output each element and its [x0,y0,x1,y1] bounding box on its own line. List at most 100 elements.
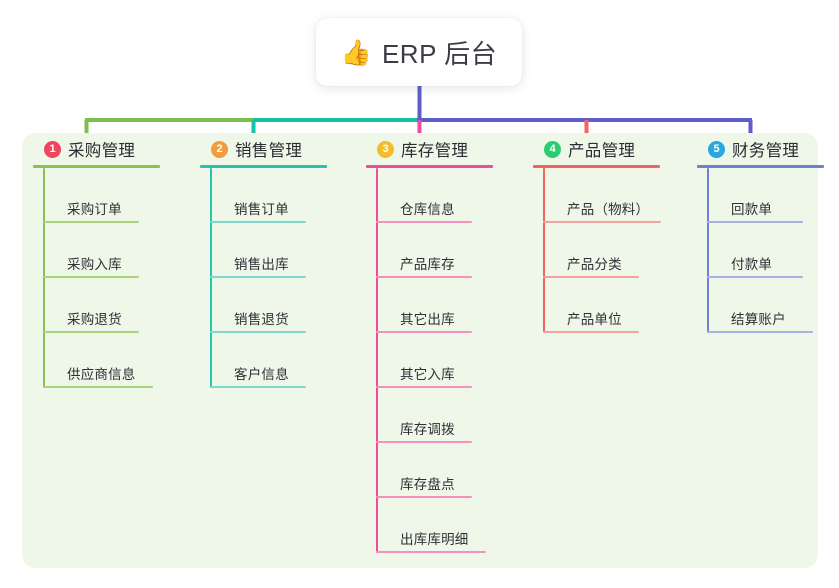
item-label: 其它出库 [400,312,455,327]
list-item[interactable]: 其它出库 [366,278,526,333]
item-rule [543,276,639,278]
branch-items-4: 产品（物料） 产品分类 产品单位 [533,168,693,333]
branch-header-2[interactable]: 2 销售管理 [200,133,360,165]
branch-column-1: 1 采购管理 采购订单 采购入库 采购退货 供应商信 [33,133,193,388]
branch-column-5: 5 财务管理 回款单 付款单 结算账户 [697,133,839,333]
item-rule [543,221,661,223]
branch-title-5: 财务管理 [732,142,800,160]
list-item[interactable]: 销售订单 [200,168,360,223]
item-label: 供应商信息 [67,367,136,382]
list-item[interactable]: 结算账户 [697,278,839,333]
branches-panel: 1 采购管理 采购订单 采购入库 采购退货 供应商信 [22,133,824,568]
item-rule [376,551,486,553]
item-rule [43,221,139,223]
list-item[interactable]: 供应商信息 [33,333,193,388]
branch-header-1[interactable]: 1 采购管理 [33,133,193,165]
list-item[interactable]: 回款单 [697,168,839,223]
branch-column-3: 3 库存管理 仓库信息 产品库存 其它出库 其它入库 [366,133,526,553]
item-rule [43,386,153,388]
item-rule [376,331,472,333]
branch-badge-1: 1 [44,140,61,158]
list-item[interactable]: 付款单 [697,223,839,278]
item-rule [376,221,472,223]
item-label: 产品分类 [567,257,622,272]
branch-spine-4 [543,168,545,333]
branch-items-3: 仓库信息 产品库存 其它出库 其它入库 库存调拨 [366,168,526,553]
item-label: 库存盘点 [400,477,455,492]
list-item[interactable]: 产品库存 [366,223,526,278]
branch-badge-3: 3 [377,140,394,158]
item-rule [210,276,306,278]
item-rule [43,276,139,278]
item-label: 产品库存 [400,257,455,272]
item-rule [707,276,803,278]
list-item[interactable]: 产品分类 [533,223,693,278]
branch-badge-5: 5 [708,140,725,158]
item-label: 回款单 [731,202,773,217]
branch-items-1: 采购订单 采购入库 采购退货 供应商信息 [33,168,193,388]
item-rule [376,441,472,443]
branch-header-5[interactable]: 5 财务管理 [697,133,839,165]
list-item[interactable]: 销售退货 [200,278,360,333]
item-label: 采购退货 [67,312,122,327]
list-item[interactable]: 库存盘点 [366,443,526,498]
branch-column-4: 4 产品管理 产品（物料） 产品分类 产品单位 [533,133,693,333]
item-rule [707,221,803,223]
list-item[interactable]: 库存调拨 [366,388,526,443]
list-item[interactable]: 采购退货 [33,278,193,333]
branch-underline-3 [366,165,493,168]
branch-spine-5 [707,168,709,333]
branch-underline-5 [697,165,824,168]
branch-underline-1 [33,165,160,168]
branch-column-2: 2 销售管理 销售订单 销售出库 销售退货 客户信息 [200,133,360,388]
item-label: 库存调拨 [400,422,455,437]
branch-spine-3 [376,168,378,553]
thumbs-up-icon: 👍 [340,38,372,67]
branch-spine-2 [210,168,212,388]
item-label: 出库库明细 [400,532,469,547]
item-rule [376,496,472,498]
list-item[interactable]: 产品（物料） [533,168,693,223]
item-label: 产品（物料） [567,202,650,217]
branch-title-2: 销售管理 [235,142,303,160]
list-item[interactable]: 其它入库 [366,333,526,388]
item-rule [210,221,306,223]
item-rule [707,331,813,333]
item-label: 付款单 [731,257,773,272]
root-node[interactable]: 👍 ERP 后台 [316,18,522,86]
list-item[interactable]: 采购订单 [33,168,193,223]
branch-badge-4: 4 [544,140,561,158]
item-label: 销售出库 [234,257,289,272]
item-rule [210,331,306,333]
item-label: 结算账户 [731,312,786,327]
item-label: 产品单位 [567,312,622,327]
branch-title-1: 采购管理 [68,142,136,160]
item-rule [543,331,639,333]
branch-spine-1 [43,168,45,388]
branch-header-3[interactable]: 3 库存管理 [366,133,526,165]
item-label: 销售订单 [234,202,289,217]
list-item[interactable]: 仓库信息 [366,168,526,223]
list-item[interactable]: 客户信息 [200,333,360,388]
branch-underline-2 [200,165,327,168]
list-item[interactable]: 采购入库 [33,223,193,278]
item-rule [376,276,472,278]
item-label: 仓库信息 [400,202,455,217]
branch-title-4: 产品管理 [568,142,636,160]
branch-items-2: 销售订单 销售出库 销售退货 客户信息 [200,168,360,388]
list-item[interactable]: 产品单位 [533,278,693,333]
item-rule [210,386,306,388]
item-label: 采购订单 [67,202,122,217]
item-rule [376,386,472,388]
root-title: ERP 后台 [381,38,498,69]
branch-header-4[interactable]: 4 产品管理 [533,133,693,165]
item-label: 其它入库 [400,367,455,382]
branch-title-3: 库存管理 [401,142,469,160]
item-rule [43,331,139,333]
item-label: 客户信息 [234,367,289,382]
list-item[interactable]: 出库库明细 [366,498,526,553]
item-label: 销售退货 [234,312,289,327]
list-item[interactable]: 销售出库 [200,223,360,278]
branch-underline-4 [533,165,660,168]
